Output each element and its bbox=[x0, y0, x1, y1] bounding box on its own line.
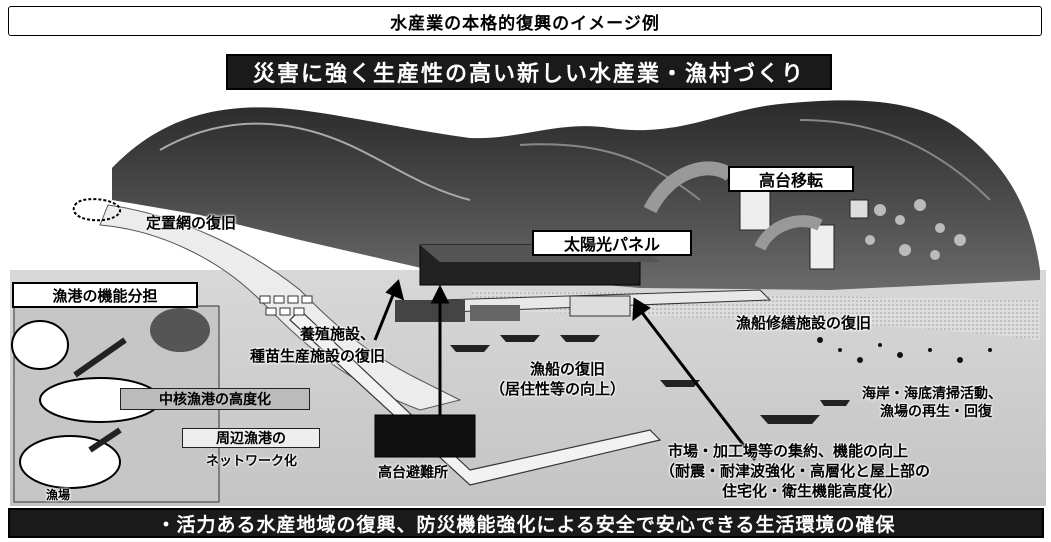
label-core-harbor: 中核漁港の高度化 bbox=[120, 388, 310, 410]
label-solar-panel: 太陽光パネル bbox=[532, 230, 692, 256]
fishing-boats bbox=[450, 335, 850, 424]
page-title: 水産業の本格的復興のイメージ例 bbox=[8, 6, 1042, 36]
forest bbox=[865, 199, 966, 260]
label-fishing-ground-small: 漁場 bbox=[46, 488, 71, 502]
label-highland-relocation: 高台移転 bbox=[728, 166, 854, 192]
fixed-net bbox=[72, 198, 121, 222]
label-harbor-role: 漁港の機能分担 bbox=[12, 282, 198, 308]
label-boat-restoration-1: 漁船の復旧 bbox=[530, 360, 606, 378]
label-fixed-net: 定置網の復旧 bbox=[146, 214, 237, 232]
label-evacuation-shelter: 高台避難所 bbox=[378, 465, 448, 481]
relocation-arrow-1 bbox=[643, 161, 735, 214]
sea-cleaning bbox=[817, 337, 992, 363]
relocation-arrow-2 bbox=[754, 215, 823, 251]
label-coast-cleaning-1: 海岸・海底清掃活動、 bbox=[862, 386, 1002, 402]
label-coast-cleaning-2: 漁場の再生・回復 bbox=[880, 404, 992, 420]
pointer-arrows bbox=[373, 279, 757, 461]
label-market-2: （耐震・耐津波強化・高層化と屋上部の bbox=[660, 462, 931, 480]
label-market-3: 住宅化・衛生機能高度化） bbox=[722, 482, 903, 500]
label-surrounding-harbor-2: ネットワーク化 bbox=[206, 454, 298, 469]
aquaculture-rafts bbox=[259, 295, 313, 316]
label-aquaculture-2: 種苗生産施設の復旧 bbox=[250, 347, 386, 365]
shelter-building bbox=[374, 414, 476, 458]
mountain-range bbox=[112, 100, 1040, 290]
label-market-1: 市場・加工場等の集約、機能の向上 bbox=[668, 442, 909, 460]
pier bbox=[289, 309, 662, 486]
headline-banner: 災害に強く生産性の高い新しい水産業・漁村づくり bbox=[226, 54, 832, 90]
bottom-summary-bar: ・活力ある水産地域の復興、防災機能強化による安全で安心できる生活環境の確保 bbox=[8, 508, 1044, 538]
harbor-inset bbox=[11, 305, 220, 503]
label-boat-restoration-2: （居住性等の向上） bbox=[490, 380, 626, 398]
label-boat-repair: 漁船修繕施設の復旧 bbox=[736, 314, 872, 332]
highland-housing bbox=[739, 179, 869, 270]
label-aquaculture-1: 養殖施設、 bbox=[300, 325, 376, 343]
label-surrounding-harbor-1: 周辺漁港の bbox=[182, 428, 320, 448]
